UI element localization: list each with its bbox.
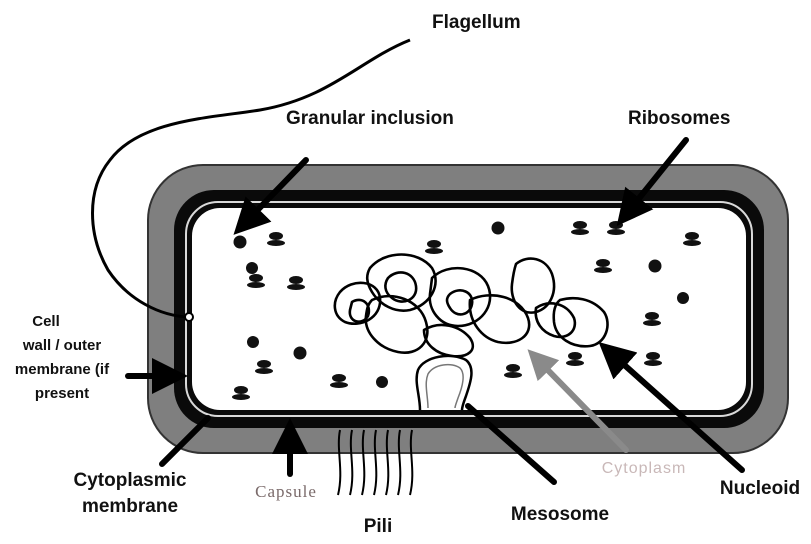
granule xyxy=(234,236,247,249)
label-cell-wall-line2: wall / outer xyxy=(22,337,102,354)
granule xyxy=(649,260,662,273)
label-cytoplasm: Cytoplasm xyxy=(602,460,687,477)
label-cell-wall-line1: Cell xyxy=(32,313,60,330)
label-cell-wall-line4: present xyxy=(35,385,89,402)
granule xyxy=(492,222,505,235)
flagellum-basal-body xyxy=(185,313,193,321)
label-cytoplasmic-membrane-line1: Cytoplasmic xyxy=(74,470,187,491)
granule xyxy=(246,262,258,274)
label-granular-inclusion: Granular inclusion xyxy=(286,108,454,129)
label-flagellum: Flagellum xyxy=(432,12,521,33)
label-cytoplasmic-membrane-line2: membrane xyxy=(82,496,178,517)
label-cell-wall-line3: membrane (if xyxy=(15,361,110,378)
granule xyxy=(376,376,388,388)
granule xyxy=(677,292,689,304)
label-pili: Pili xyxy=(364,516,393,537)
label-capsule: Capsule xyxy=(255,482,317,501)
label-mesosome: Mesosome xyxy=(511,504,609,525)
granule xyxy=(294,347,307,360)
label-nucleoid: Nucleoid xyxy=(720,478,800,499)
label-ribosomes: Ribosomes xyxy=(628,108,730,129)
granule xyxy=(247,336,259,348)
